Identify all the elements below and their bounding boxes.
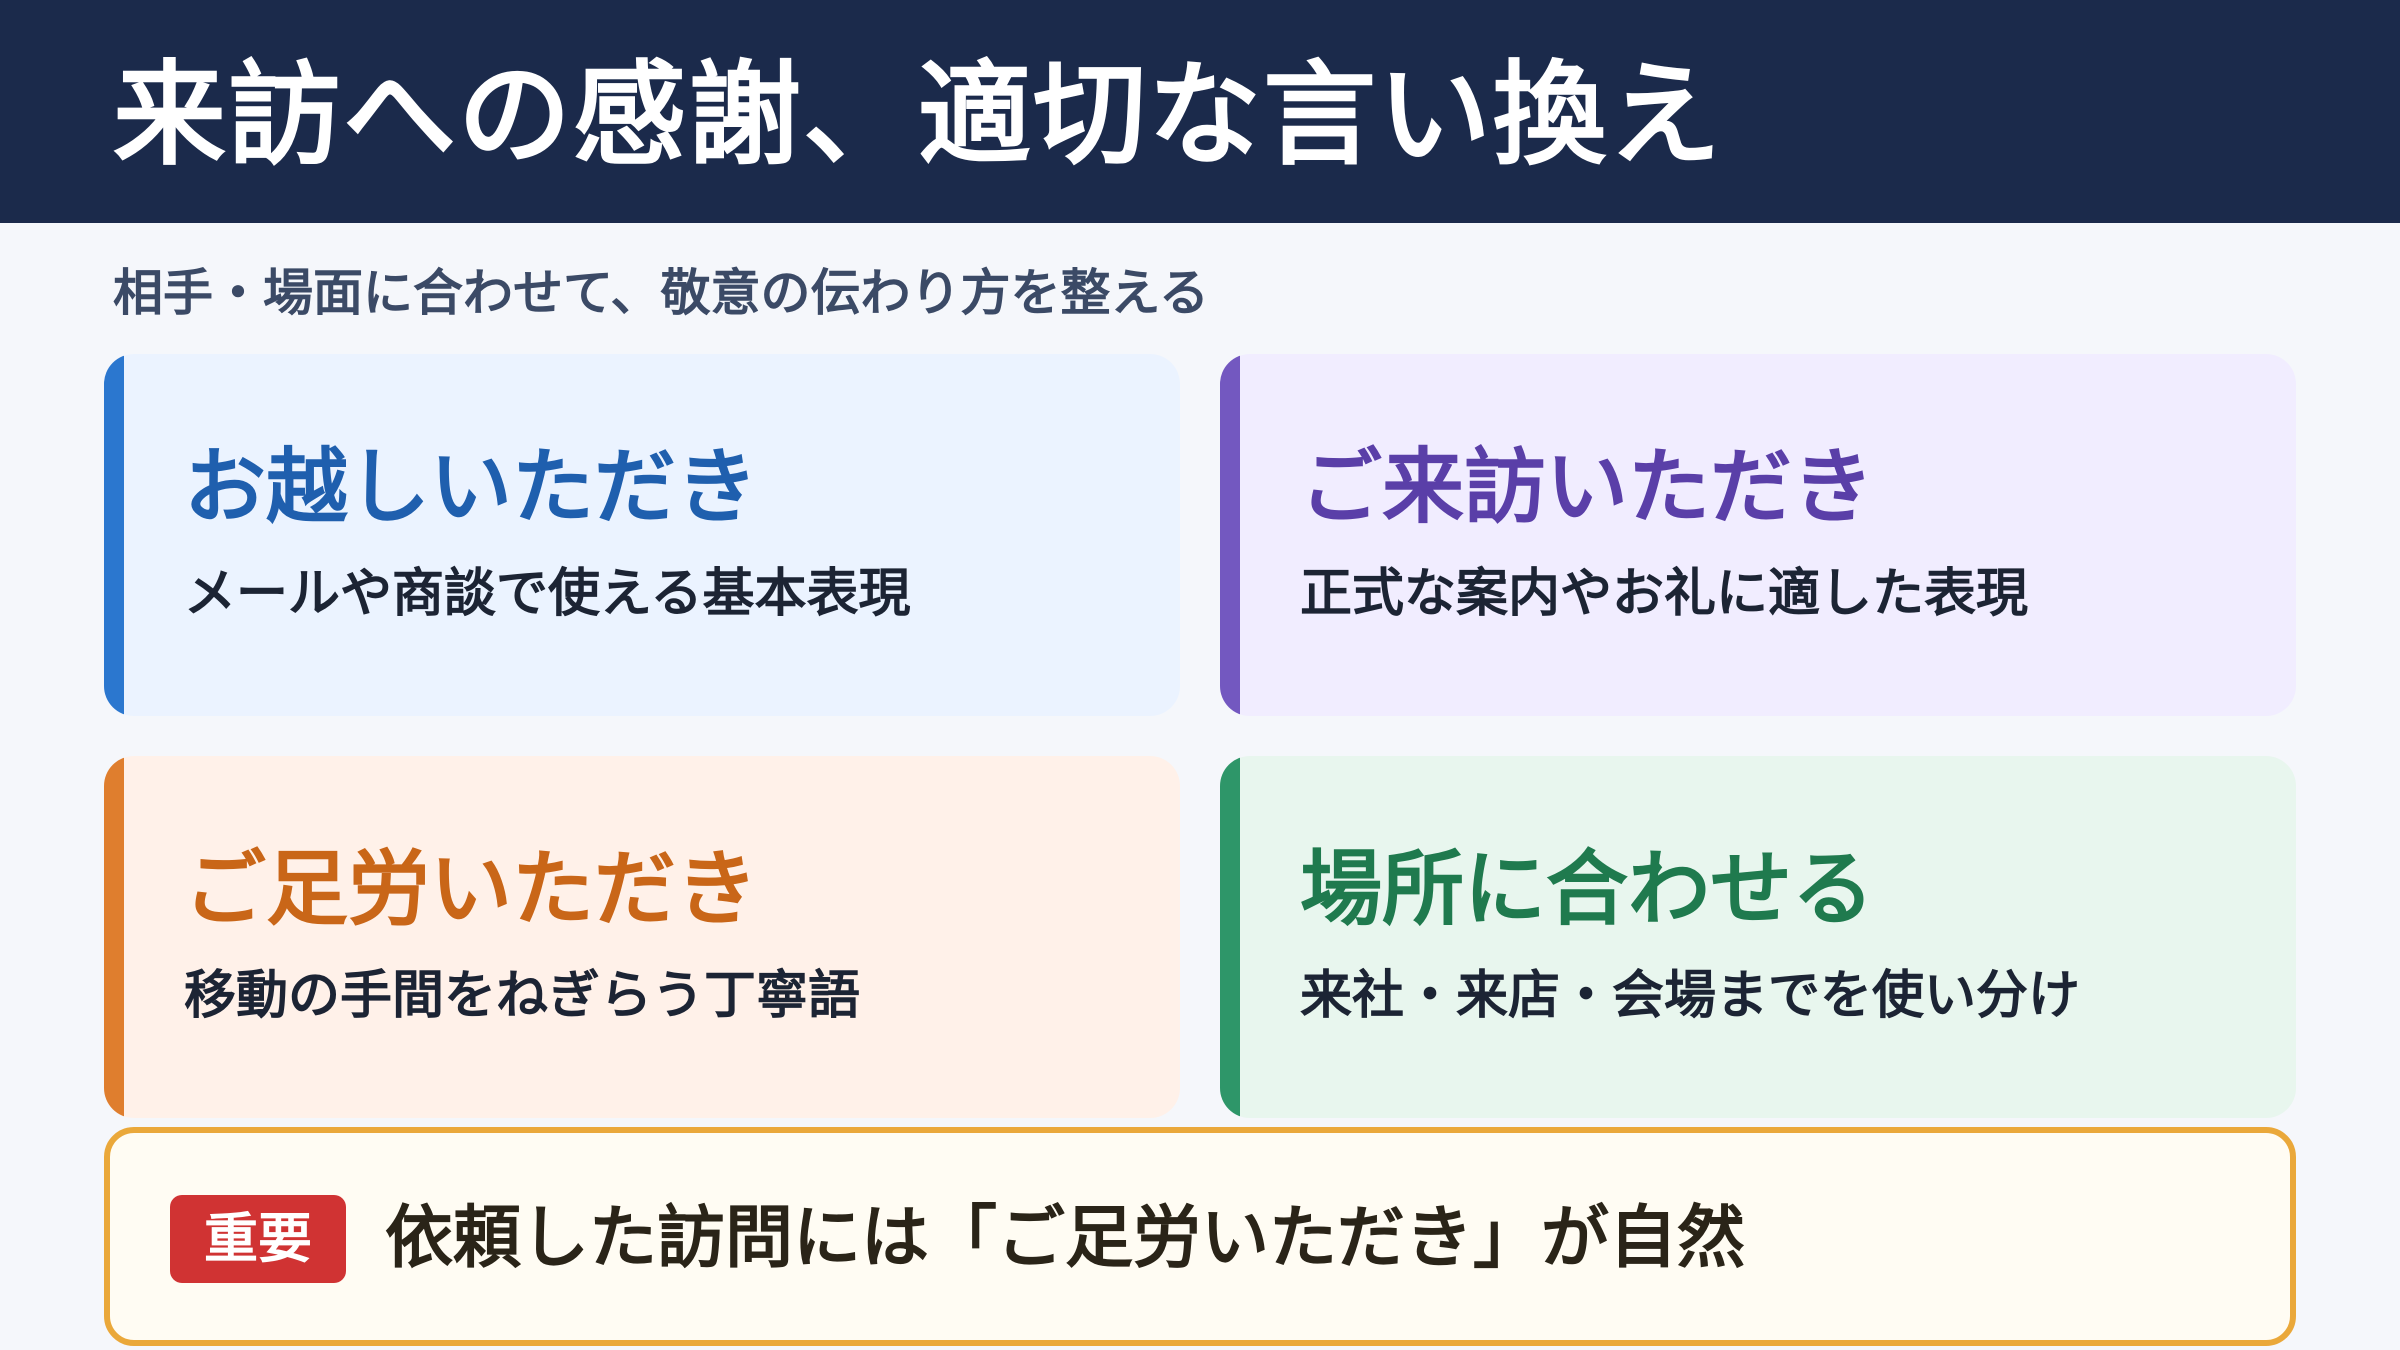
- card-description: 正式な案内やお礼に適した表現: [1300, 564, 2029, 624]
- page-title: 来訪への感謝、適切な言い換え: [113, 49, 1723, 181]
- card-accent-bar: [1220, 756, 1240, 1118]
- card-description: 移動の手間をねぎらう丁寧語: [184, 966, 861, 1026]
- card-okoshi: お越しいただき メールや商談で使える基本表現: [104, 354, 1180, 716]
- card-title: 場所に合わせる: [1300, 842, 1875, 937]
- card-gorahou: ご来訪いただき 正式な案内やお礼に適した表現: [1220, 354, 2296, 716]
- page-subtitle: 相手・場面に合わせて、敬意の伝わり方を整える: [113, 264, 1209, 322]
- important-note: 重要 依頼した訪問には「ご足労いただき」が自然: [104, 1127, 2296, 1346]
- card-basho: 場所に合わせる 来社・来店・会場までを使い分け: [1220, 756, 2296, 1118]
- important-note-text: 依頼した訪問には「ご足労いただき」が自然: [385, 1199, 1746, 1278]
- card-title: ご足労いただき: [184, 842, 759, 937]
- card-description: メールや商談で使える基本表現: [184, 564, 911, 624]
- card-accent-bar: [104, 354, 124, 716]
- card-title: お越しいただき: [184, 440, 759, 535]
- card-title: ご来訪いただき: [1300, 440, 1875, 535]
- card-accent-bar: [1220, 354, 1240, 716]
- card-gosokurou: ご足労いただき 移動の手間をねぎらう丁寧語: [104, 756, 1180, 1118]
- card-accent-bar: [104, 756, 124, 1118]
- header-bar: 来訪への感謝、適切な言い換え: [0, 0, 2400, 223]
- card-description: 来社・来店・会場までを使い分け: [1300, 966, 2081, 1026]
- important-badge: 重要: [170, 1195, 346, 1283]
